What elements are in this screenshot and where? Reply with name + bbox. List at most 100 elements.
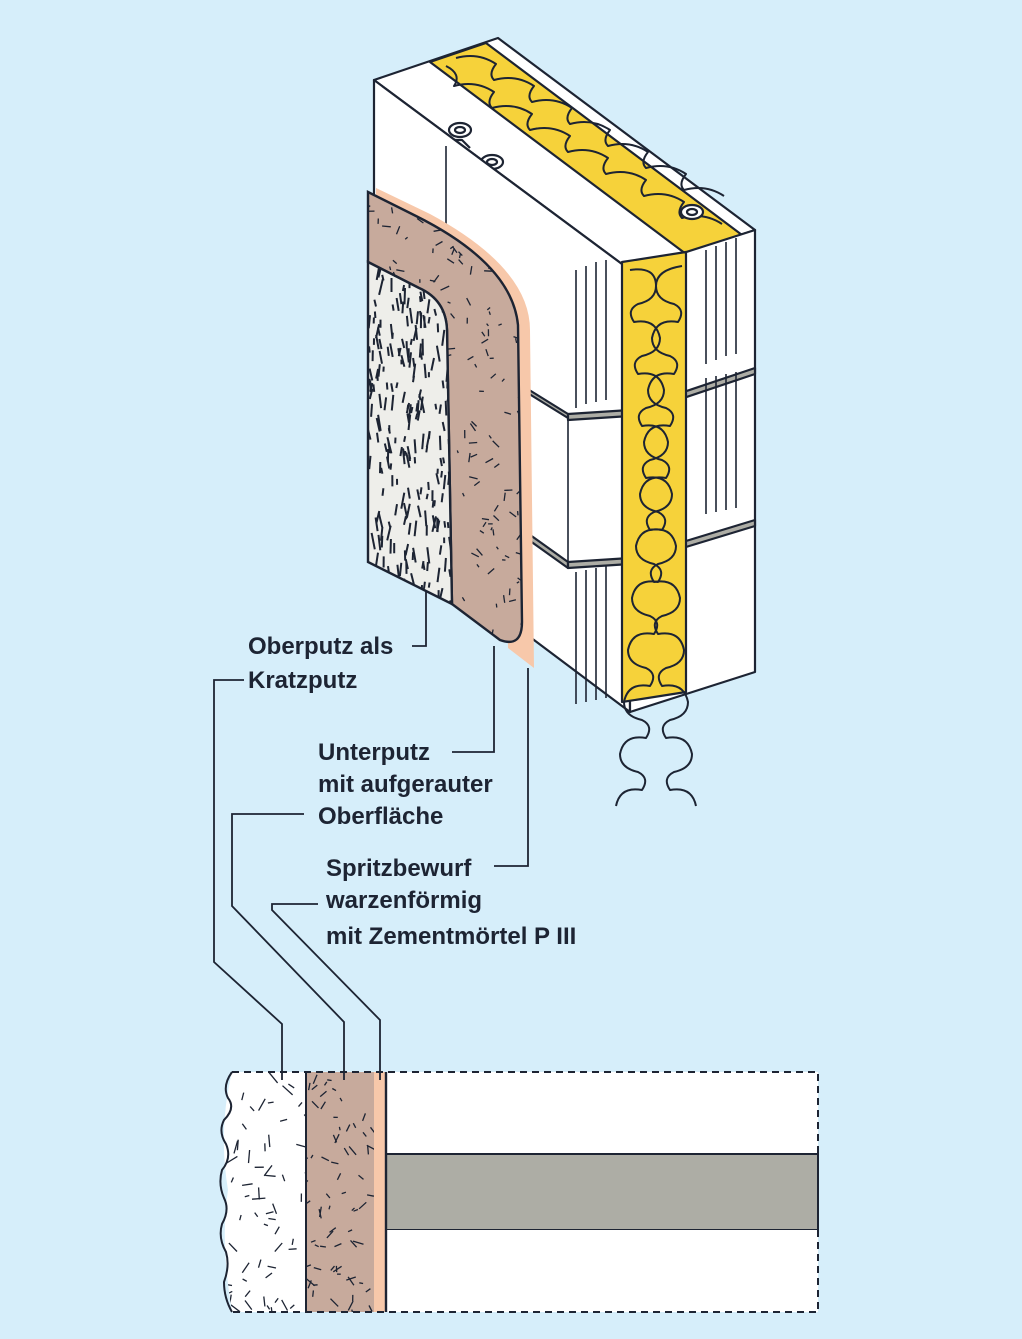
texture-speck [339,1127,340,1130]
texture-speck [397,579,400,593]
texture-speck [390,593,391,597]
texture-speck [313,1290,314,1296]
texture-speck [405,288,406,304]
texture-speck [382,275,383,281]
texture-speck [458,621,461,623]
texture-speck [400,563,401,576]
texture-speck [412,603,414,615]
texture-speck [393,606,394,611]
texture-speck [259,1187,260,1199]
texture-speck [392,587,394,593]
texture-speck [327,1080,331,1081]
texture-speck [438,519,439,532]
texture-speck [237,1140,238,1151]
texture-speck [216,1112,224,1115]
texture-speck [408,599,411,615]
texture-speck [447,628,449,631]
texture-speck [440,545,441,554]
label-unterputz-line2: mit aufgerauter [318,771,493,798]
leader-oberputz-section [214,680,282,1080]
label-spritzbewurf: Spritzbewurf warzenförmig mit Zementmört… [325,855,576,950]
texture-speck [425,364,426,378]
texture-speck [438,601,440,615]
texture-speck [398,348,399,356]
texture-speck [440,405,441,414]
texture-speck [423,563,424,570]
texture-speck [426,446,427,452]
texture-speck [289,1249,297,1250]
texture-speck [409,620,413,621]
texture-speck [446,618,454,619]
texture-speck [436,637,445,638]
texture-speck [415,439,416,453]
texture-speck [390,267,391,271]
texture-speck [389,428,390,434]
label-unterputz-line1: Unterputz [318,739,430,766]
label-spritzbewurf-line1: Spritzbewurf [326,855,472,882]
texture-speck [320,1246,326,1247]
label-oberputz-line1: Oberputz als [248,633,393,660]
section-block-upper [386,1072,818,1154]
texture-speck [411,339,412,345]
texture-speck [407,316,408,327]
texture-speck [422,434,423,450]
texture-speck [404,579,405,586]
texture-speck [496,604,497,608]
texture-speck [440,436,441,450]
texture-speck [382,226,391,227]
texture-speck [466,644,468,652]
texture-speck [396,382,397,388]
label-unterputz-line3: Oberfläche [318,803,443,830]
texture-speck [403,448,404,456]
texture-speck [429,583,430,588]
texture-speck [435,404,436,410]
texture-speck [381,468,382,474]
leader-unterputz-top [452,646,494,752]
texture-speck [371,404,372,417]
texture-speck [373,384,374,392]
texture-speck [417,311,418,324]
texture-speck [420,311,421,316]
section-mortar-joint [386,1154,818,1230]
texture-speck [369,346,370,352]
label-oberputz-line2: Kratzputz [248,667,357,694]
label-oberputz: Oberputz als Kratzputz [248,633,393,694]
texture-speck [359,1283,363,1284]
texture-speck [402,302,403,314]
texture-speck [449,569,450,577]
texture-speck [443,381,444,389]
texture-speck [388,566,389,576]
texture-speck [448,475,449,485]
texture-speck [397,618,398,626]
texture-speck [391,463,392,469]
texture-speck [265,1175,275,1176]
texture-speck [418,610,421,613]
texture-speck [219,1090,224,1091]
texture-speck [470,624,474,627]
section-spritzbewurf [374,1072,386,1312]
texture-speck [381,527,382,541]
texture-speck [407,595,408,610]
texture-speck [443,458,444,464]
texture-speck [382,601,383,611]
label-spritzbewurf-line2: warzenförmig [325,887,482,914]
texture-speck [421,629,424,634]
texture-speck [420,344,421,358]
texture-speck [446,401,447,416]
texture-speck [407,298,408,308]
texture-speck [386,614,394,619]
texture-speck [427,494,428,499]
texture-speck [403,285,404,291]
texture-speck [471,630,478,635]
texture-speck [427,562,428,571]
texture-speck [433,500,434,507]
texture-speck [441,471,442,478]
section-unterputz [306,1072,374,1312]
cross-section [216,1072,818,1317]
section-oberputz [224,1072,306,1312]
texture-speck [383,584,385,596]
label-spritzbewurf-line3: mit Zementmörtel P III [326,923,576,950]
texture-speck [404,436,405,442]
texture-speck [434,500,435,506]
